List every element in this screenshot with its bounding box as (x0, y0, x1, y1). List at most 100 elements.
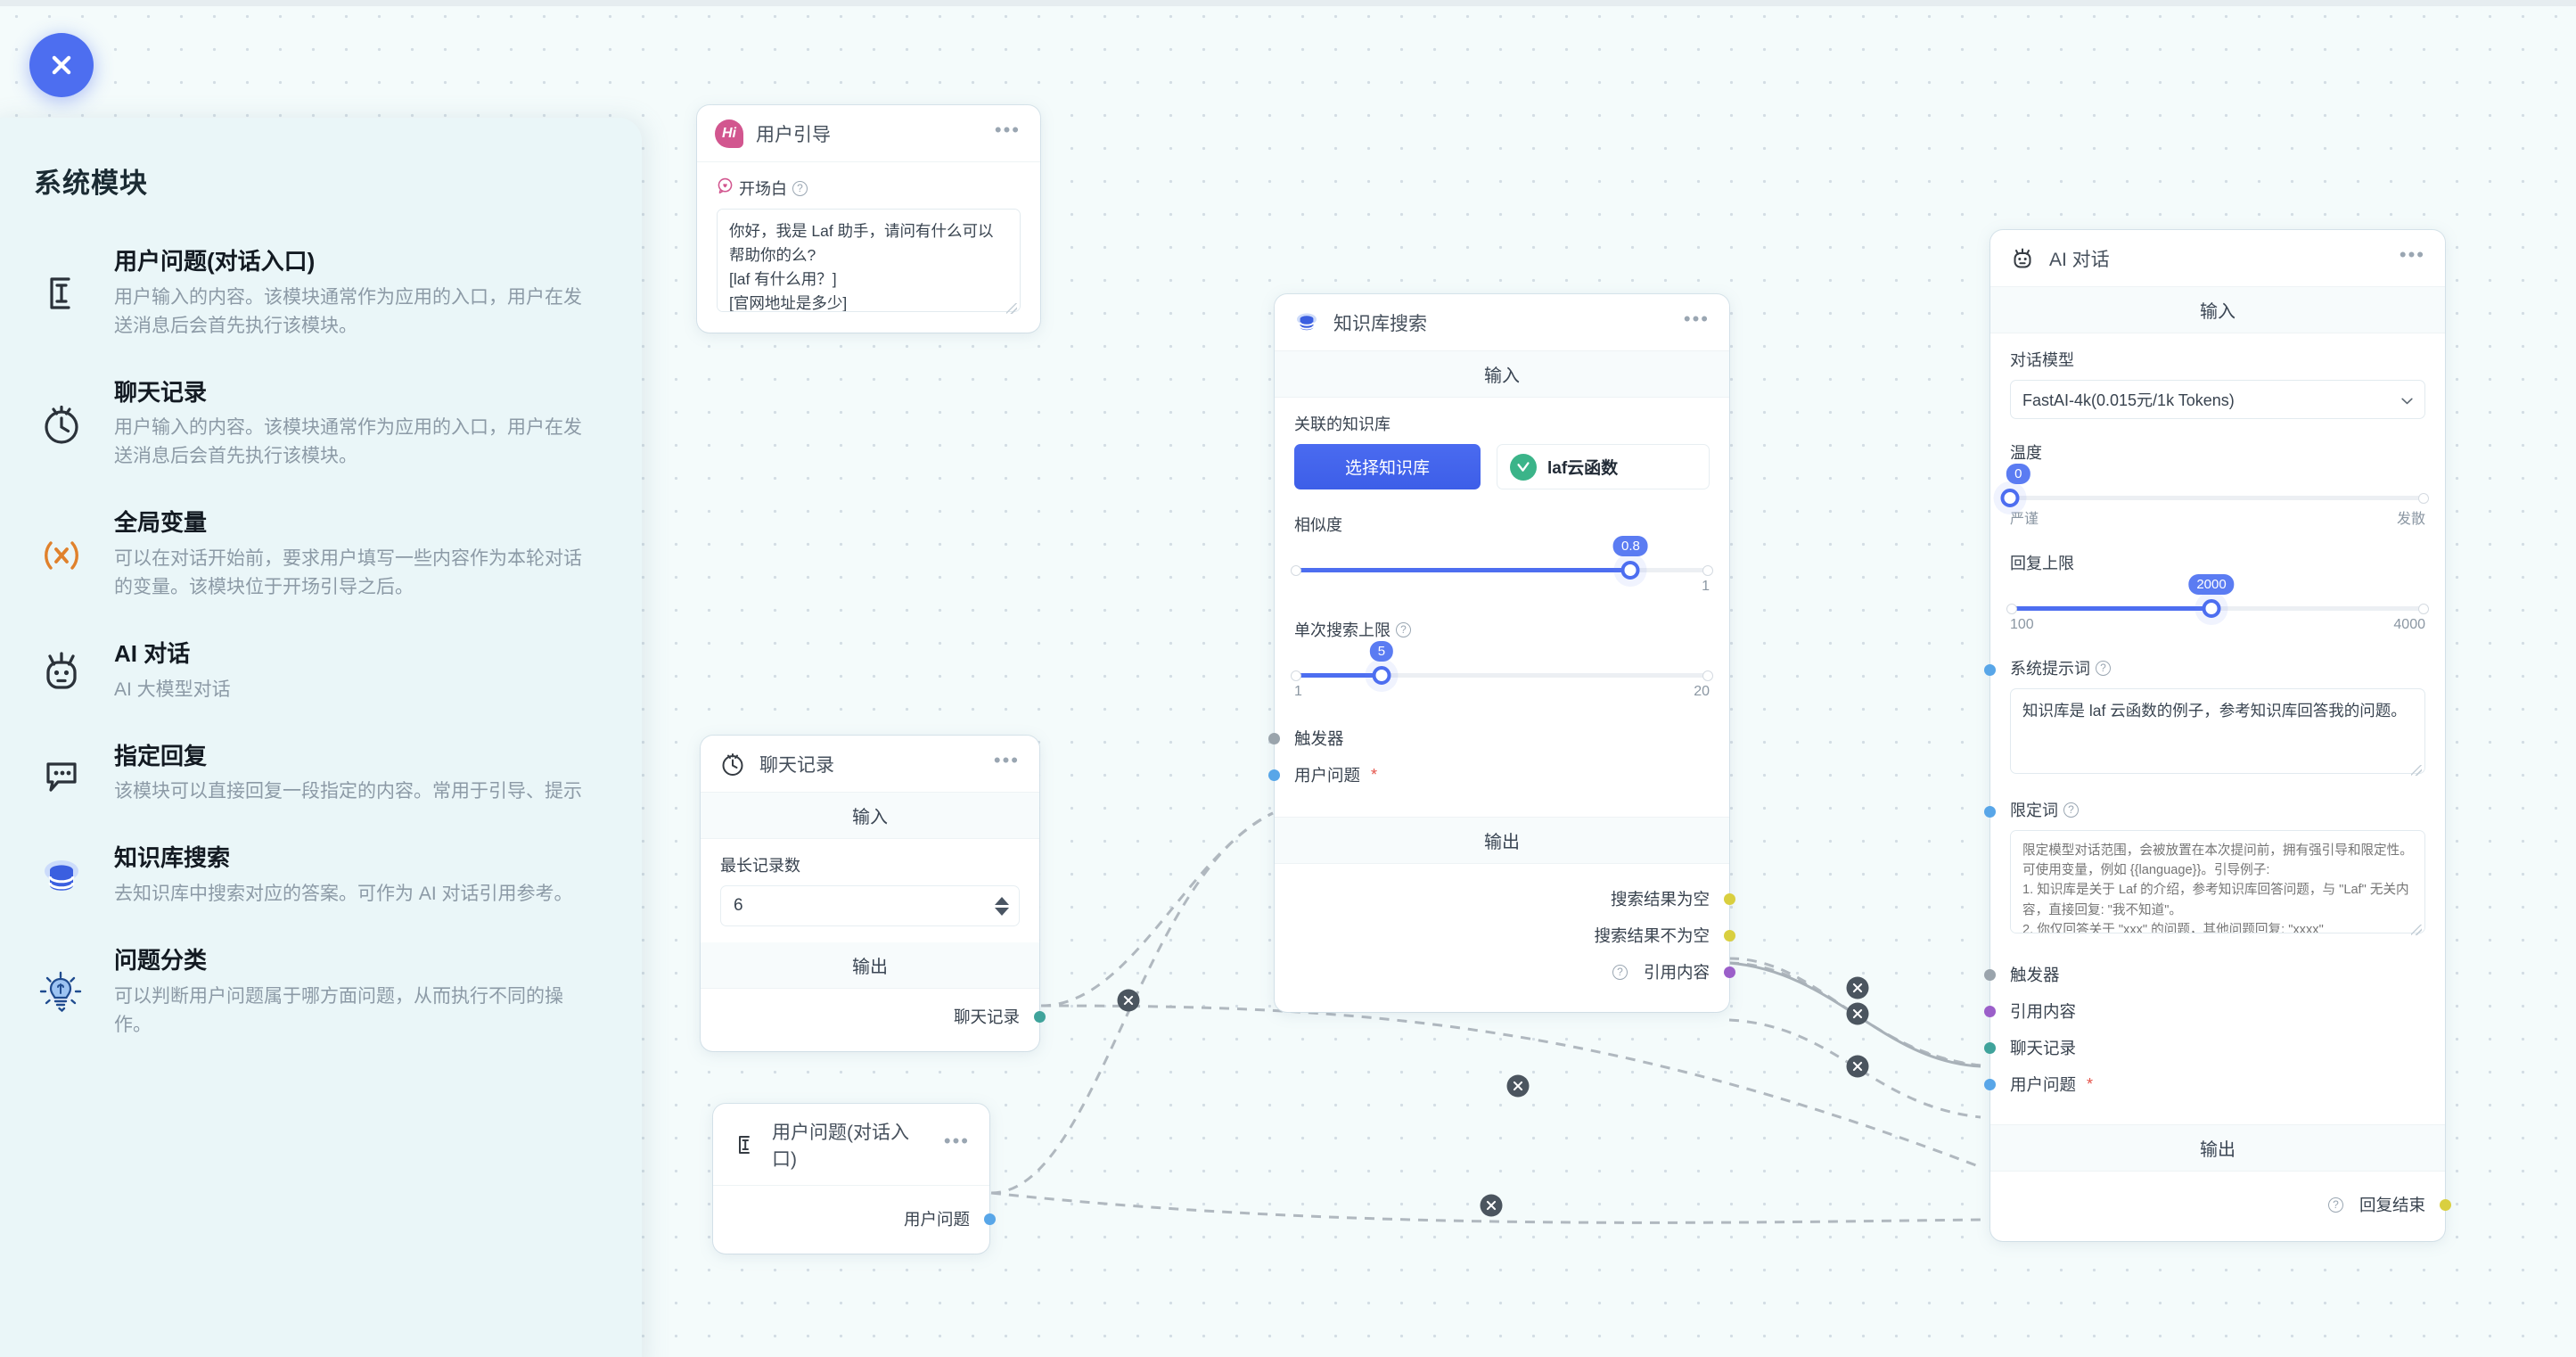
port-dot-purple[interactable] (1984, 1005, 1996, 1017)
slider-thumb[interactable] (1620, 561, 1640, 580)
node-header[interactable]: 聊天记录 ••• (701, 736, 1039, 793)
slider-rail[interactable]: 2000 (2006, 574, 2429, 618)
module-text: AI 对话 AI 大模型对话 (114, 639, 595, 704)
select-dataset-button[interactable]: 选择知识库 (1294, 444, 1481, 489)
section-output-label: 输出 (701, 942, 1039, 989)
similarity-slider[interactable]: 0.8 1 (1291, 536, 1713, 595)
temperature-slider[interactable]: 0 严谨 发散 (2000, 464, 2429, 528)
module-name: 聊天记录 (114, 378, 208, 406)
port-dot-yellow[interactable] (1724, 892, 1735, 905)
node-body: 最长记录数 6 (701, 839, 1039, 942)
slider-thumb[interactable] (2202, 599, 2221, 618)
port-label: 聊天记录 (953, 1007, 1020, 1026)
opening-textarea-wrap (717, 209, 1021, 317)
stepper-up-icon[interactable] (995, 896, 1009, 905)
module-item-user-question[interactable]: 用户问题(对话入口) 用户输入的内容。该模块通常作为应用的入口，用户在发送消息后… (34, 243, 595, 344)
port-dot-yellow[interactable] (1724, 929, 1735, 942)
node-header[interactable]: AI 对话 ••• (1990, 230, 2445, 287)
port-dot-blue[interactable] (1268, 769, 1280, 781)
slider-rail[interactable]: 0 (2000, 464, 2429, 507)
help-icon[interactable]: ? (1396, 621, 1411, 637)
port-in-user-question[interactable]: 用户问题* (1984, 1070, 2425, 1098)
port-in-trigger[interactable]: 触发器 (1984, 960, 2425, 989)
help-icon[interactable]: ? (2096, 660, 2111, 676)
limit-slider[interactable]: 5 1 20 (1291, 641, 1713, 700)
model-select[interactable]: FastAI-4k(0.015元/1k Tokens) (2010, 380, 2425, 419)
port-dot-purple[interactable] (1724, 966, 1735, 978)
slider-end-left (1291, 564, 1301, 576)
node-user-guide[interactable]: Hi 用户引导 ••• 开场白 ? (697, 105, 1040, 333)
edge-delete-button[interactable] (1846, 1002, 1869, 1025)
max-records-stepper[interactable]: 6 (720, 885, 1020, 926)
help-icon[interactable]: ? (2327, 1197, 2343, 1213)
module-item-ai-chat[interactable]: AI 对话 AI 大模型对话 (34, 636, 595, 708)
edge-delete-button[interactable] (1846, 1055, 1869, 1078)
node-title: 用户问题(对话入口) (772, 1123, 909, 1170)
port-in-trigger[interactable]: 触发器 (1268, 724, 1710, 753)
opening-textarea[interactable] (717, 209, 1021, 312)
port-dot-blue[interactable] (1984, 664, 1996, 676)
module-item-kb-search[interactable]: 知识库搜索 去知识库中搜索对应的答案。可作为 AI 对话引用参考。 (34, 840, 595, 912)
node-header[interactable]: Hi 用户引导 ••• (697, 105, 1040, 162)
module-name: 知识库搜索 (114, 844, 231, 872)
node-chat-history[interactable]: 聊天记录 ••• 输入 最长记录数 6 输出 聊天记录 (701, 736, 1046, 1051)
clock-history-icon (718, 750, 747, 778)
help-icon[interactable]: ? (2063, 802, 2079, 818)
port-out-empty[interactable]: 搜索结果为空 (1294, 884, 1735, 913)
node-menu-icon[interactable]: ••• (993, 749, 1020, 772)
node-header[interactable]: 知识库搜索 ••• (1275, 294, 1729, 351)
module-item-question-classify[interactable]: 问题分类 可以判断用户问题属于哪方面问题，从而执行不同的操作。 (34, 942, 595, 1043)
port-dot-gray[interactable] (1984, 968, 1996, 981)
node-kb-search[interactable]: 知识库搜索 ••• 输入 关联的知识库 选择知识库 laf云函数 相似度 (1268, 294, 1735, 1012)
module-item-global-variable[interactable]: 全局变量 可以在对话开始前，要求用户填写一些内容作为本轮对话的变量。该模块位于开… (34, 505, 595, 605)
module-item-specified-reply[interactable]: 指定回复 该模块可以直接回复一段指定的内容。常用于引导、提示 (34, 738, 595, 810)
port-dot-yellow[interactable] (2440, 1198, 2451, 1211)
slider-fill (1294, 568, 1631, 572)
node-ai-chat[interactable]: AI 对话 ••• 输入 对话模型 FastAI-4k(0.015元/1k To… (1984, 230, 2451, 1241)
node-header[interactable]: 用户问题(对话入口) ••• (713, 1104, 989, 1186)
port-in-user-question[interactable]: 用户问题* (1268, 761, 1710, 789)
slider-rail[interactable]: 0.8 (1291, 536, 1713, 580)
edge-delete-button[interactable] (1117, 989, 1140, 1012)
node-menu-icon[interactable]: ••• (994, 119, 1021, 142)
edge-delete-button[interactable] (1506, 1074, 1530, 1098)
system-modules-panel[interactable]: 系统模块 用户问题(对话入口) 用户输入的内容。该模块通常作为应用的入口，用户在… (0, 118, 642, 1357)
port-in-quote[interactable]: 引用内容 (1984, 997, 2425, 1025)
max-tokens-slider[interactable]: 2000 100 4000 (2006, 574, 2429, 633)
port-out-reply-done[interactable]: ? 回复结束 (2010, 1190, 2451, 1219)
port-dot-blue[interactable] (984, 1213, 996, 1225)
help-icon[interactable]: ? (1612, 964, 1628, 980)
node-menu-icon[interactable]: ••• (1683, 308, 1710, 331)
port-dot-blue[interactable] (1984, 806, 1996, 818)
stepper-arrows[interactable] (995, 896, 1009, 916)
node-user-question[interactable]: 用户问题(对话入口) ••• 用户问题 (713, 1104, 996, 1254)
port-dot-teal[interactable] (1984, 1041, 1996, 1054)
clock-history-icon (34, 397, 89, 452)
port-out-user-question[interactable]: 用户问题 (733, 1205, 996, 1233)
slider-rail[interactable]: 5 (1291, 641, 1713, 685)
node-menu-icon[interactable]: ••• (943, 1130, 970, 1153)
port-dot-teal[interactable] (1034, 1010, 1046, 1023)
port-in-chat-history[interactable]: 聊天记录 (1984, 1033, 2425, 1062)
port-dot-blue[interactable] (1984, 1078, 1996, 1090)
node-menu-icon[interactable]: ••• (2399, 243, 2425, 267)
close-panel-button[interactable] (29, 33, 94, 97)
module-desc: 去知识库中搜索对应的答案。可作为 AI 对话引用参考。 (114, 884, 573, 905)
limiter-textarea[interactable] (2010, 830, 2425, 933)
dataset-chip[interactable]: laf云函数 (1497, 444, 1710, 489)
slider-thumb[interactable] (2000, 489, 2020, 507)
stepper-down-icon[interactable] (995, 907, 1009, 916)
system-prompt-textarea[interactable] (2010, 688, 2425, 774)
port-label: 引用内容 (1643, 963, 1710, 982)
port-dot-gray[interactable] (1268, 732, 1280, 744)
module-item-chat-history[interactable]: 聊天记录 用户输入的内容。该模块通常作为应用的入口，用户在发送消息后会首先执行该… (34, 374, 595, 475)
edge-delete-button[interactable] (1480, 1194, 1503, 1217)
port-out-not-empty[interactable]: 搜索结果不为空 (1294, 921, 1735, 950)
port-out-chat-history[interactable]: 聊天记录 (720, 1002, 1046, 1031)
port-label: 用户问题 (903, 1210, 970, 1229)
port-out-quote[interactable]: ? 引用内容 (1294, 958, 1735, 986)
edge-delete-button[interactable] (1846, 976, 1869, 999)
slider-thumb[interactable] (1372, 666, 1391, 685)
help-icon[interactable]: ? (792, 180, 808, 196)
